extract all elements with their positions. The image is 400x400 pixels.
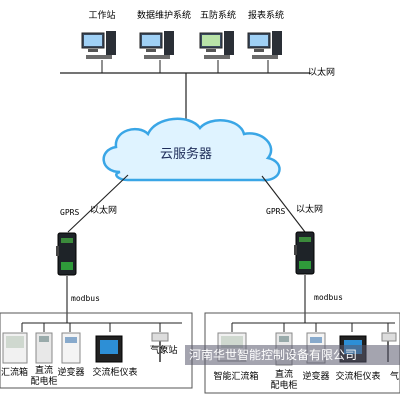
left-modbus-label: modbus [71,294,100,303]
left-device-label: 汇流箱 [1,368,29,378]
report-computer-icon [247,31,282,59]
dc-distribution-cabinet-icon [35,332,53,364]
combiner-box-icon [2,332,28,364]
cloud-server-label: 云服务器 [160,146,212,162]
five-protection-label: 五防系统 [199,11,237,21]
right-modbus-label: modbus [314,293,343,302]
cloud-to-right-gateway-line [261,175,306,233]
ac-cabinet-meter-icon [95,335,123,363]
cloud-to-left-gateway-line [67,174,129,233]
left-gprs-label: GPRS [60,208,80,217]
right-ethernet-label: 以太网 [296,205,324,215]
left-device-label: 交流柜仪表 [92,368,138,378]
right-device-label: 气 [390,372,400,382]
left-device-label: 逆变器 [57,368,85,378]
right-device-label: 交流柜仪表 [335,372,381,382]
data-maintenance-label: 数据维护系统 [136,11,192,21]
weather-station-icon [150,332,170,362]
right-device-label: 逆变器 [302,372,330,382]
right-device-label: 智能汇流箱 [213,372,259,382]
right-gateway-device-icon [294,231,315,275]
workstation-computer-icon [81,31,116,59]
left-ethernet-label: 以太网 [90,206,118,216]
five-protection-computer-icon [199,31,234,59]
company-watermark: 河南华世智能控制设备有限公司 [185,345,400,365]
right-gprs-label: GPRS [266,207,286,216]
left-device-label: 气象站 [150,346,178,356]
report-system-label: 报表系统 [247,11,285,21]
inverter-icon [61,332,81,364]
top-ethernet-label: 以太网 [308,68,336,78]
left-gateway-device-icon [56,232,77,276]
data-maintenance-computer-icon [139,31,174,59]
left-device-label: 直流 配电柜 [30,366,58,387]
cloud-server-icon [102,117,281,182]
workstation-label: 工作站 [88,11,116,21]
right-device-label: 直流 配电柜 [270,370,298,391]
